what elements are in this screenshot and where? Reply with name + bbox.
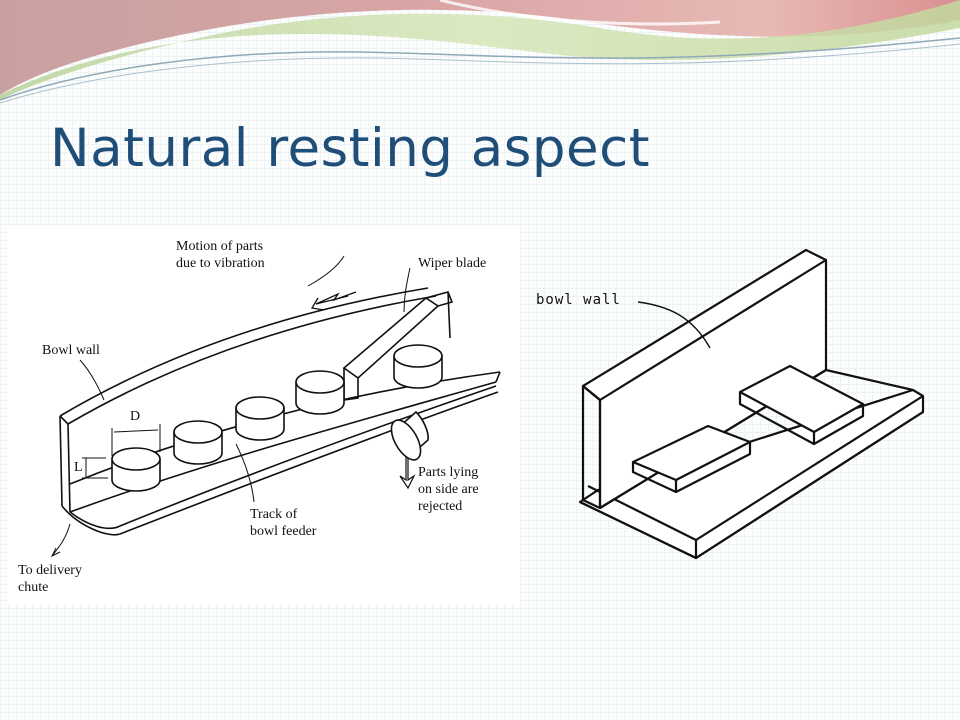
rejected-part [390,410,429,461]
part-2 [173,420,223,465]
bowl-feeder-diagram: Motion of parts due to vibration Wiper b… [8,226,520,604]
label-track-of-bowl-feeder: Track of bowl feeder [250,507,317,539]
label-bowl-wall: Bowl wall [42,343,100,358]
bowl-wall-isometric-diagram: bowl wall [528,240,948,570]
parts-on-track [111,344,443,492]
wall-top-edge [59,287,429,417]
label-wiper-blade: Wiper blade [418,256,487,271]
label-to-delivery-chute: To delivery chute [18,563,82,595]
label-bowl-wall-handwritten: bowl wall [536,292,621,308]
header-wave-decoration [0,0,960,104]
part-5 [393,344,443,389]
part-4 [295,370,345,415]
label-parts-lying-on-side: Parts lying on side are rejected [418,465,479,514]
bowl-wall-drawing [578,248,925,560]
slide-title: Natural resting aspect [50,118,651,179]
part-1 [111,447,161,492]
part-3 [235,396,285,441]
label-motion-of-parts: Motion of parts due to vibration [176,239,265,271]
label-dimension-d: D [130,409,141,424]
bowl-feeder-drawing [50,255,501,558]
label-dimension-l: L [74,460,83,475]
